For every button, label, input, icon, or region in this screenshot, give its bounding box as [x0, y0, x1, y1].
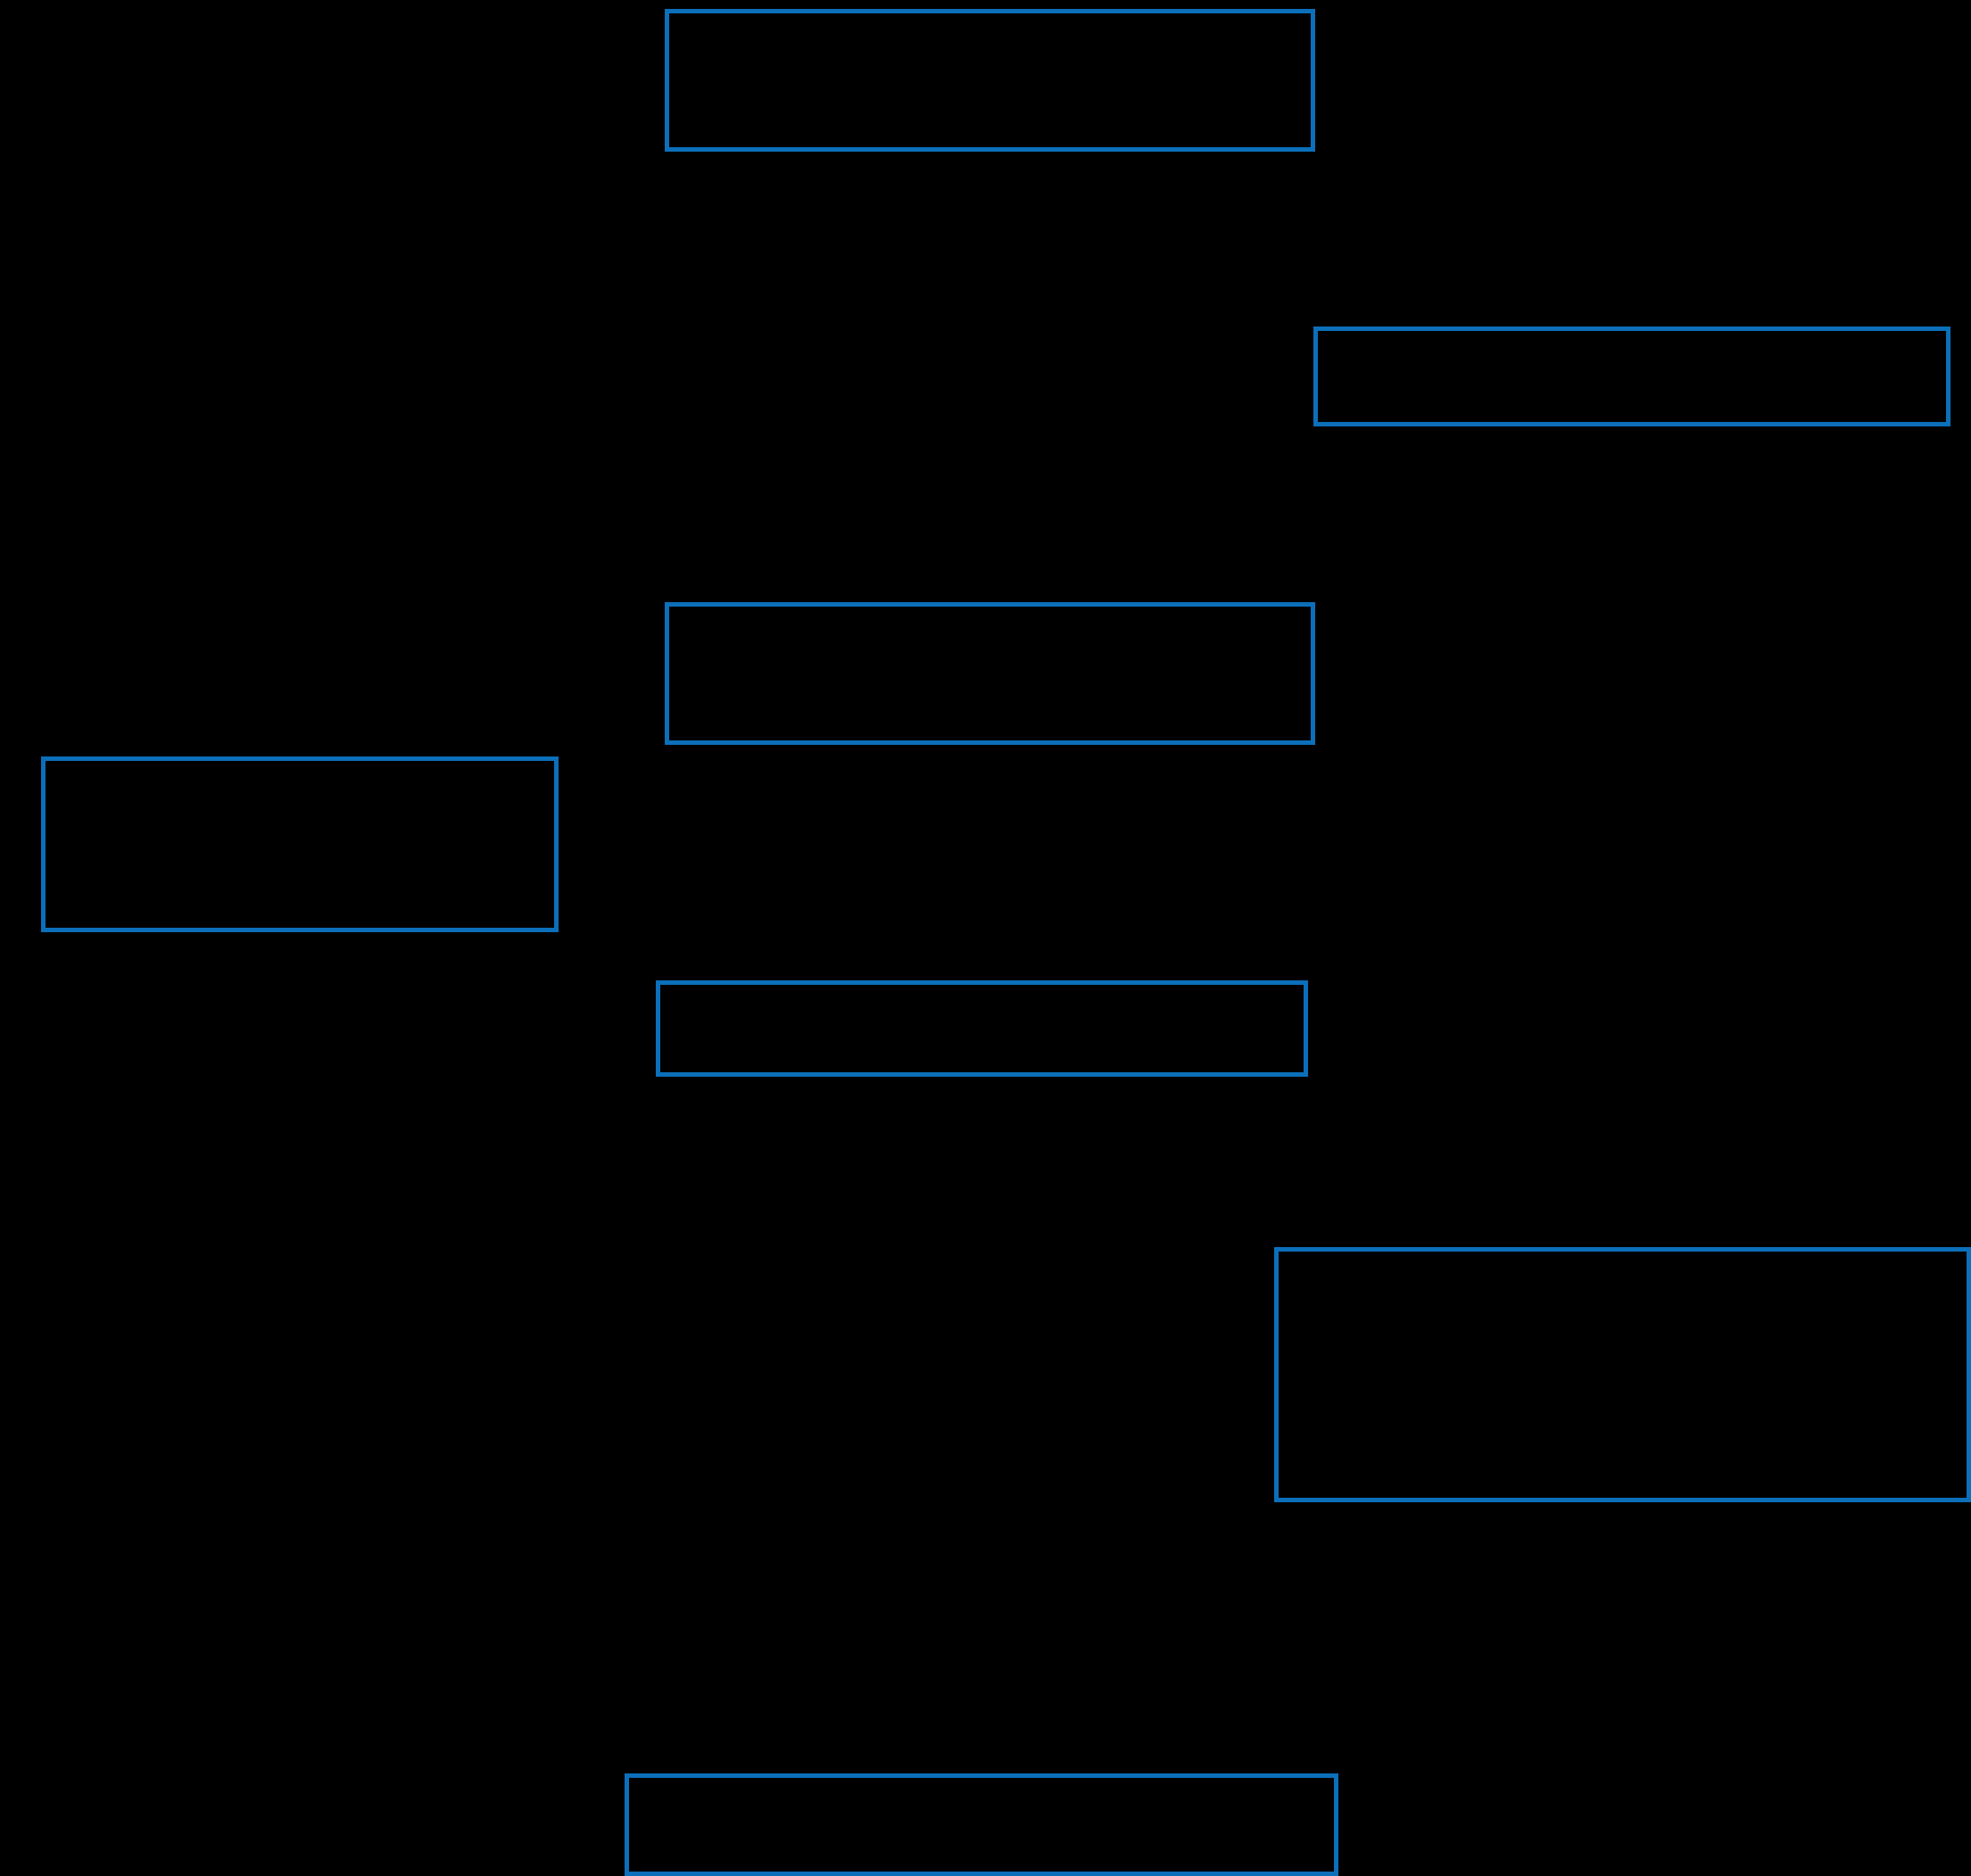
region-rectangle[interactable]	[625, 1773, 1338, 1876]
region-label	[1318, 331, 1946, 422]
region-label	[46, 761, 554, 928]
region-rectangle[interactable]	[656, 980, 1308, 1077]
region-rectangle[interactable]	[1313, 326, 1950, 426]
region-label	[629, 1778, 1334, 1872]
region-rectangle[interactable]	[665, 602, 1315, 745]
region-rectangle[interactable]	[41, 756, 559, 932]
region-label	[660, 985, 1304, 1072]
region-rectangle[interactable]	[665, 9, 1315, 152]
region-rectangle[interactable]	[1274, 1247, 1971, 1502]
region-label	[669, 607, 1311, 740]
region-label	[669, 13, 1311, 147]
region-label	[1279, 1252, 1967, 1498]
